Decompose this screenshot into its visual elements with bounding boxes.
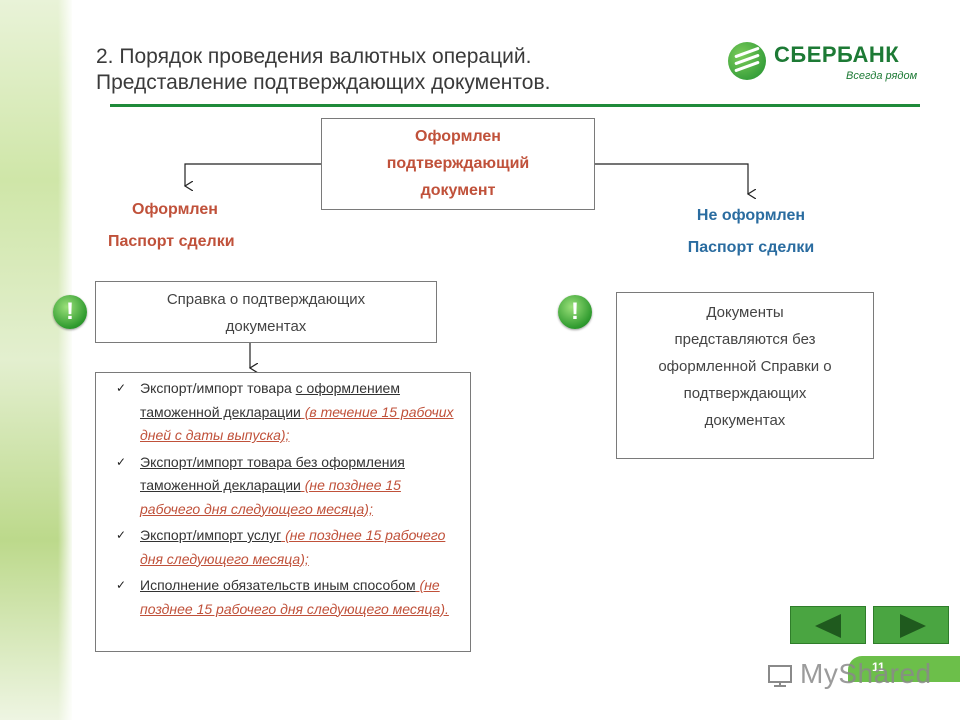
logo-name: СБЕРБАНК xyxy=(774,42,900,67)
right-branch-label: Не оформлен Паспорт сделки xyxy=(666,200,836,264)
documents-line-3: оформленной Справки о xyxy=(658,358,832,375)
confirming-document-box: Оформлен подтверждающий документ xyxy=(321,118,595,210)
documents-line-2: представляются без xyxy=(674,331,816,348)
watermark-text: MyShared xyxy=(800,658,932,689)
logo-mark-icon xyxy=(728,42,766,80)
deadlines-list: ✓ Экспорт/импорт товара с оформлением та… xyxy=(95,372,471,652)
decorative-side-background xyxy=(0,0,72,720)
logo-slogan: Всегда рядом xyxy=(846,70,918,82)
right-label-line-2: Паспорт сделки xyxy=(687,239,815,256)
prev-arrow-icon xyxy=(815,614,841,638)
prev-slide-button[interactable] xyxy=(790,606,866,644)
item-text-underlined: с оформлением таможенной декларации xyxy=(140,380,400,420)
left-branch-label: Оформлен Паспорт сделки xyxy=(108,194,278,258)
item-text: Экспорт/импорт товара xyxy=(140,380,296,396)
page-number: 11 xyxy=(872,660,885,674)
documents-line-1: Документы xyxy=(706,304,784,321)
title-line-2: Представление подтверждающих документов. xyxy=(96,71,551,94)
top-box-line-1: Оформлен xyxy=(415,128,501,145)
item-deadline: (в течение 15 рабочих дней с даты выпуск… xyxy=(140,403,454,444)
connector-left xyxy=(185,163,321,186)
top-box-line-2: подтверждающий xyxy=(386,155,530,172)
title-divider xyxy=(110,104,920,107)
sberbank-logo: СБЕРБАНК Всегда рядом xyxy=(728,40,928,90)
item-text-underlined: Исполнение обязательств иным способом xyxy=(140,577,416,593)
documents-line-5: документах xyxy=(704,412,786,429)
certificate-line-2: документах xyxy=(225,318,307,335)
exclamation-icon: ! xyxy=(53,295,87,329)
list-item: ✓ Экспорт/импорт товара с оформлением та… xyxy=(106,377,460,448)
checkmark-icon: ✓ xyxy=(116,528,127,542)
page-number-bar xyxy=(848,656,960,682)
item-deadline: (не позднее 15 рабочего дня следующего м… xyxy=(140,577,449,617)
top-box-line-3: документ xyxy=(420,182,496,199)
next-slide-button[interactable] xyxy=(873,606,949,644)
watermark-icon xyxy=(768,665,792,687)
title-line-1: 2. Порядок проведения валютных операций. xyxy=(96,45,532,68)
certificate-box: Справка о подтверждающих документах xyxy=(95,281,437,343)
list-item: ✓ Исполнение обязательств иным способом … xyxy=(106,574,460,621)
list-item: ✓ Экспорт/импорт услуг (не позднее 15 ра… xyxy=(106,524,460,571)
checkmark-icon: ✓ xyxy=(116,381,127,395)
right-label-line-1: Не оформлен xyxy=(696,207,806,224)
list-item: ✓ Экспорт/импорт товара без оформления т… xyxy=(106,451,460,522)
item-text-underlined: Экспорт/импорт товара без оформления там… xyxy=(140,453,405,494)
next-arrow-icon xyxy=(900,614,926,638)
connector-right xyxy=(595,163,748,194)
exclamation-icon: ! xyxy=(558,295,592,329)
certificate-line-1: Справка о подтверждающих xyxy=(166,291,366,308)
left-label-line-2: Паспорт сделки xyxy=(108,233,235,250)
left-label-line-1: Оформлен xyxy=(132,201,218,218)
item-text-underlined: Экспорт/импорт услуг xyxy=(140,527,282,543)
checkmark-icon: ✓ xyxy=(116,454,127,469)
item-deadline: (не позднее 15 рабочего дня следующего м… xyxy=(140,527,446,567)
documents-line-4: подтверждающих xyxy=(683,385,807,402)
slide-title: 2. Порядок проведения валютных операций.… xyxy=(96,44,550,96)
checkmark-icon: ✓ xyxy=(116,578,127,592)
documents-box: Документы представляются без оформленной… xyxy=(616,292,874,459)
item-deadline: (не позднее 15 рабочего дня следующего м… xyxy=(140,477,401,517)
